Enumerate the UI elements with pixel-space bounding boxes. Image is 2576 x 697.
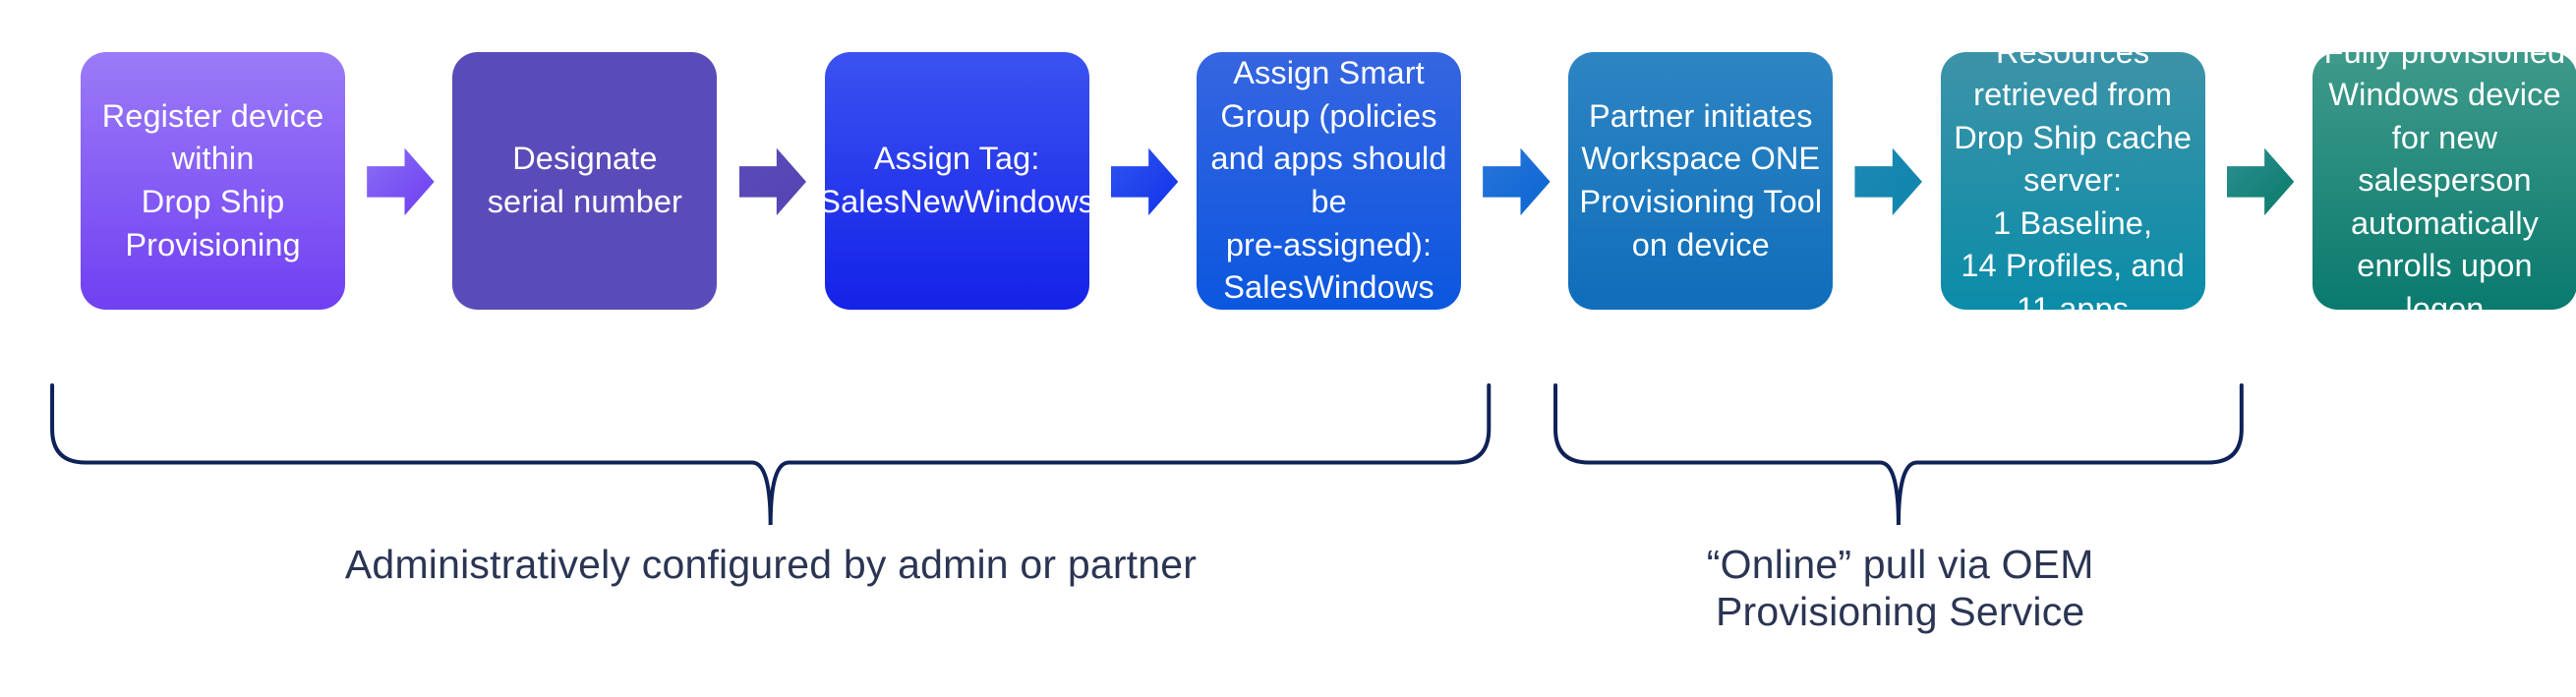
flow-arrow-arrow-1 bbox=[367, 147, 435, 216]
group-caption-admin-group: Administratively configured by admin or … bbox=[344, 542, 1198, 588]
process-node-fully-provisioned: Fully provisioned Windows device for new… bbox=[2313, 52, 2576, 310]
process-node-assign-smart-group: Assign Smart Group (policies and apps sh… bbox=[1197, 52, 1461, 310]
process-node-label: Fully provisioned Windows device for new… bbox=[2324, 52, 2566, 310]
group-caption-online-group: “Online” pull via OEM Provisioning Servi… bbox=[1706, 542, 2094, 635]
process-node-register-device: Register device within Drop Ship Provisi… bbox=[81, 52, 345, 310]
process-node-assign-tag: Assign Tag: SalesNewWindows bbox=[824, 52, 1089, 310]
process-node-label: Assign Tag: SalesNewWindows bbox=[824, 141, 1089, 220]
process-node-partner-initiates: Partner initiates Workspace ONE Provisio… bbox=[1568, 52, 1834, 310]
process-node-resources-retrieved: Resources retrieved from Drop Ship cache… bbox=[1940, 52, 2205, 310]
flow-arrow-arrow-6 bbox=[2226, 147, 2295, 216]
flow-arrow-arrow-3 bbox=[1110, 147, 1179, 216]
group-brace-online-group bbox=[1553, 383, 2244, 526]
group-brace-admin-group bbox=[50, 383, 1492, 526]
flow-arrow-arrow-4 bbox=[1483, 147, 1551, 216]
process-node-label: Register device within Drop Ship Provisi… bbox=[101, 97, 324, 262]
flow-arrow-arrow-5 bbox=[1854, 147, 1922, 216]
flow-arrow-arrow-2 bbox=[738, 147, 806, 216]
process-node-label: Designate serial number bbox=[487, 141, 682, 220]
process-node-label: Partner initiates Workspace ONE Provisio… bbox=[1579, 97, 1823, 262]
process-node-designate-serial: Designate serial number bbox=[452, 52, 718, 310]
process-node-label: Assign Smart Group (policies and apps sh… bbox=[1210, 55, 1447, 306]
process-node-label: Resources retrieved from Drop Ship cache… bbox=[1954, 52, 2193, 310]
